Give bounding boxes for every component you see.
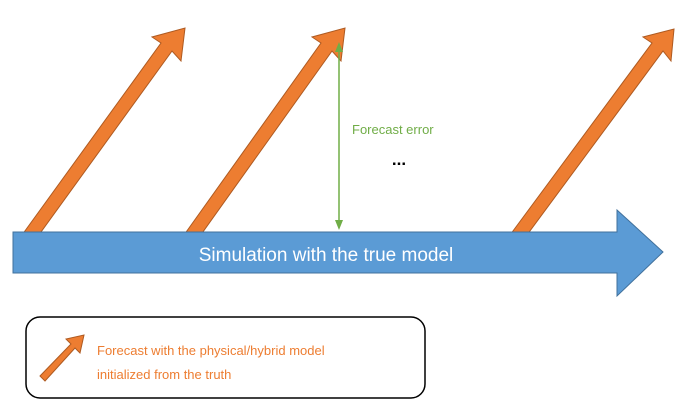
legend: Forecast with the physical/hybrid model …	[25, 316, 426, 399]
main-arrow-label: Simulation with the true model	[199, 245, 454, 266]
forecast-error-arrowhead-bottom	[335, 220, 343, 230]
legend-label-line2: initialized from the truth	[97, 367, 231, 382]
forecast-arrow-1	[21, 27, 186, 244]
forecast-arrows	[21, 27, 675, 244]
forecast-error-arrowhead-top	[335, 42, 343, 52]
main-arrow: Simulation with the true model	[12, 208, 664, 298]
legend-label-line1: Forecast with the physical/hybrid model	[97, 343, 325, 358]
legend-arrow-icon	[39, 334, 85, 382]
ellipsis-text: ...	[392, 150, 406, 169]
forecast-arrow-3	[509, 28, 675, 244]
main-arrow-shape	[12, 208, 664, 298]
forecast-error-indicator: Forecast error	[335, 42, 434, 230]
forecast-error-label: Forecast error	[352, 122, 434, 137]
legend-box	[25, 316, 426, 399]
forecast-arrow-2	[183, 27, 346, 244]
